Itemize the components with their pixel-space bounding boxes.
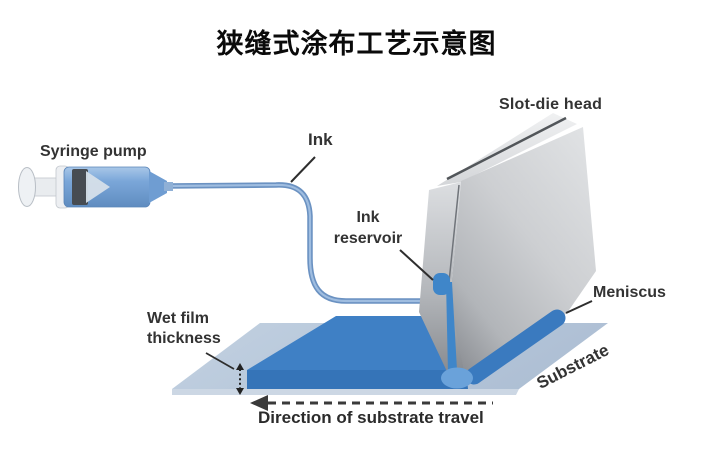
syringe-plunger-flange xyxy=(18,167,36,207)
direction-arrow xyxy=(250,395,493,411)
label-ink: Ink xyxy=(308,130,333,149)
label-wet-film-line1: Wet film xyxy=(147,310,209,327)
syringe-nozzle xyxy=(164,182,173,191)
label-syringe-pump: Syringe pump xyxy=(40,143,147,160)
ink-tube-highlight xyxy=(166,183,426,303)
label-ink-reservoir: Ink reservoir xyxy=(328,207,408,249)
label-direction-text: Direction of substrate travel xyxy=(258,408,484,427)
slot-die-head-slot-line xyxy=(446,116,567,181)
thickness-marker xyxy=(236,363,244,395)
label-meniscus: Meniscus xyxy=(593,284,666,301)
label-wet-film-thickness: Wet film thickness xyxy=(147,309,221,349)
ink-reservoir-bump xyxy=(433,273,450,295)
syringe-plunger-tip xyxy=(86,171,110,203)
wet-film-front-face xyxy=(247,370,468,389)
meniscus-pointer-line xyxy=(565,300,593,314)
substrate-front-edge xyxy=(172,389,519,395)
syringe-taper xyxy=(149,171,167,203)
label-wet-film-line2: thickness xyxy=(147,330,221,347)
label-ink-reservoir-line2: reservoir xyxy=(333,230,403,247)
syringe-seal-ring xyxy=(72,169,88,205)
wet-film-pointer-line xyxy=(205,352,235,370)
slot-ink-stripe xyxy=(446,282,457,373)
diagram-title: 狭缝式涂布工艺示意图 xyxy=(216,29,497,59)
ink-pointer-line xyxy=(290,156,316,183)
bead-front-cap xyxy=(441,367,473,389)
syringe-pump-graphic xyxy=(18,165,173,209)
slot-die-head-seam xyxy=(448,184,460,283)
ink-reservoir-pointer-line xyxy=(399,249,434,281)
label-slot-die-head: Slot-die head xyxy=(499,96,603,113)
meniscus-bead xyxy=(465,309,566,385)
label-ink-reservoir-line1: Ink xyxy=(356,209,380,226)
